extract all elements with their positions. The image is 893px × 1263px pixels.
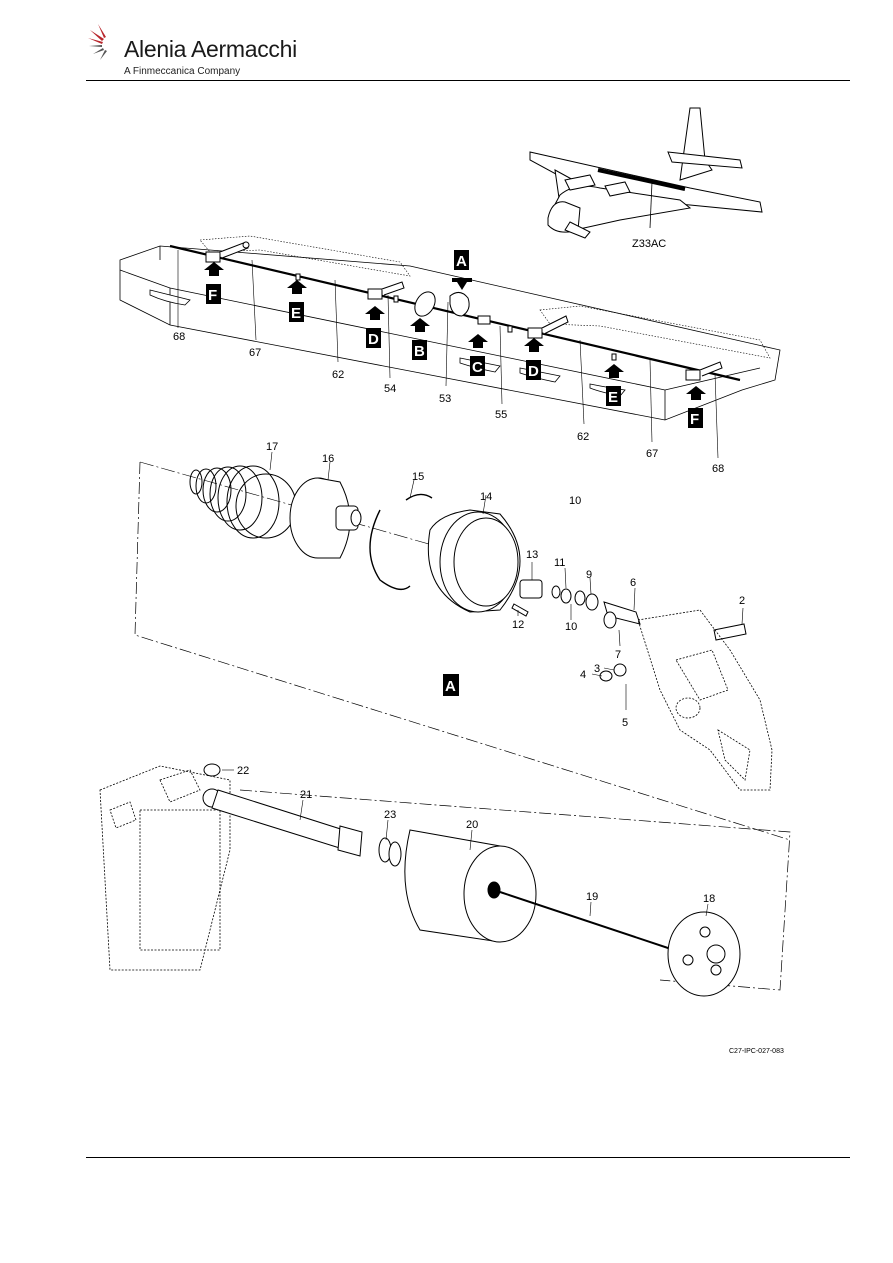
- svg-text:67: 67: [646, 448, 658, 460]
- pointer-a: A: [452, 250, 472, 290]
- pointer-e-left: E: [287, 280, 307, 322]
- pointer-e-right: E: [604, 364, 624, 406]
- dotted-surfaces: [199, 235, 771, 359]
- small-parts: [511, 579, 747, 682]
- cup-16: [289, 477, 362, 559]
- pointer-d-right: D: [524, 338, 544, 380]
- svg-text:3: 3: [594, 663, 600, 675]
- svg-text:D: D: [528, 363, 539, 380]
- page-header: Alenia Aermacchi A Finmeccanica Company: [0, 0, 893, 82]
- actuator-assembly: [202, 763, 741, 997]
- pointer-b: B: [410, 318, 430, 360]
- svg-text:13: 13: [526, 549, 538, 561]
- svg-text:62: 62: [577, 431, 589, 443]
- svg-text:9: 9: [586, 569, 592, 581]
- svg-text:67: 67: [249, 347, 261, 359]
- svg-text:10: 10: [569, 495, 581, 507]
- svg-text:68: 68: [173, 331, 185, 343]
- header-rule: [86, 80, 850, 81]
- svg-text:10: 10: [565, 621, 577, 633]
- footer-rule: [86, 1157, 850, 1158]
- svg-text:19: 19: [586, 891, 598, 903]
- svg-text:A: A: [456, 253, 467, 270]
- svg-text:62: 62: [332, 369, 344, 381]
- bracket: [637, 609, 773, 791]
- alenia-logo-icon: [88, 24, 107, 60]
- svg-text:68: 68: [712, 463, 724, 475]
- svg-text:A: A: [445, 678, 456, 695]
- svg-text:6: 6: [630, 577, 636, 589]
- svg-text:B: B: [414, 343, 425, 360]
- pointer-c: C: [468, 334, 488, 376]
- svg-text:F: F: [690, 411, 699, 428]
- rod-fittings: [205, 241, 723, 381]
- zone-label: Z33AC: [632, 238, 666, 250]
- view-letter-pointers: F E D B A C D E F: [204, 250, 706, 428]
- detail-a-frame: [134, 461, 791, 841]
- svg-text:54: 54: [384, 383, 396, 395]
- svg-text:C: C: [472, 359, 483, 376]
- wing-callouts: 68 67 62 54 53 55 62 67 68: [173, 331, 724, 475]
- structure-left: [99, 765, 231, 971]
- svg-text:18: 18: [703, 893, 715, 905]
- lower-callouts: 22 21 23 20 19 18: [237, 765, 715, 905]
- ring-15: [369, 493, 433, 591]
- svg-text:21: 21: [300, 789, 312, 801]
- aircraft-locator: [529, 107, 763, 239]
- svg-text:16: 16: [322, 453, 334, 465]
- svg-text:22: 22: [237, 765, 249, 777]
- exploded-parts-illustration: Z33AC F E D B A C D E F: [99, 107, 791, 997]
- svg-text:12: 12: [512, 619, 524, 631]
- svg-text:D: D: [368, 331, 379, 348]
- company-subtitle: A Finmeccanica Company: [124, 66, 241, 77]
- svg-text:5: 5: [622, 717, 628, 729]
- barrel-14: [427, 509, 521, 613]
- company-name: Alenia Aermacchi: [124, 36, 297, 62]
- svg-text:11: 11: [554, 557, 565, 569]
- svg-text:53: 53: [439, 393, 451, 405]
- svg-text:F: F: [208, 287, 217, 304]
- pointer-d-left: D: [365, 306, 385, 348]
- svg-text:2: 2: [739, 595, 745, 607]
- view-a-label: A: [443, 674, 459, 696]
- svg-text:15: 15: [412, 471, 424, 483]
- pointer-f-right: F: [686, 386, 706, 428]
- svg-text:4: 4: [580, 669, 586, 681]
- svg-text:E: E: [291, 305, 301, 322]
- svg-text:14: 14: [480, 491, 492, 503]
- svg-text:E: E: [608, 389, 618, 406]
- svg-text:23: 23: [384, 809, 396, 821]
- svg-text:20: 20: [466, 819, 478, 831]
- svg-text:7: 7: [615, 649, 621, 661]
- detail-callouts: 17 16 15 14 10 13 11 9 6 2 12 10 7 3 4 5: [266, 441, 745, 729]
- svg-text:55: 55: [495, 409, 507, 421]
- figure-reference: C27-IPC-027-083: [729, 1048, 784, 1055]
- pointer-f-left: F: [204, 262, 224, 304]
- svg-text:17: 17: [266, 441, 278, 453]
